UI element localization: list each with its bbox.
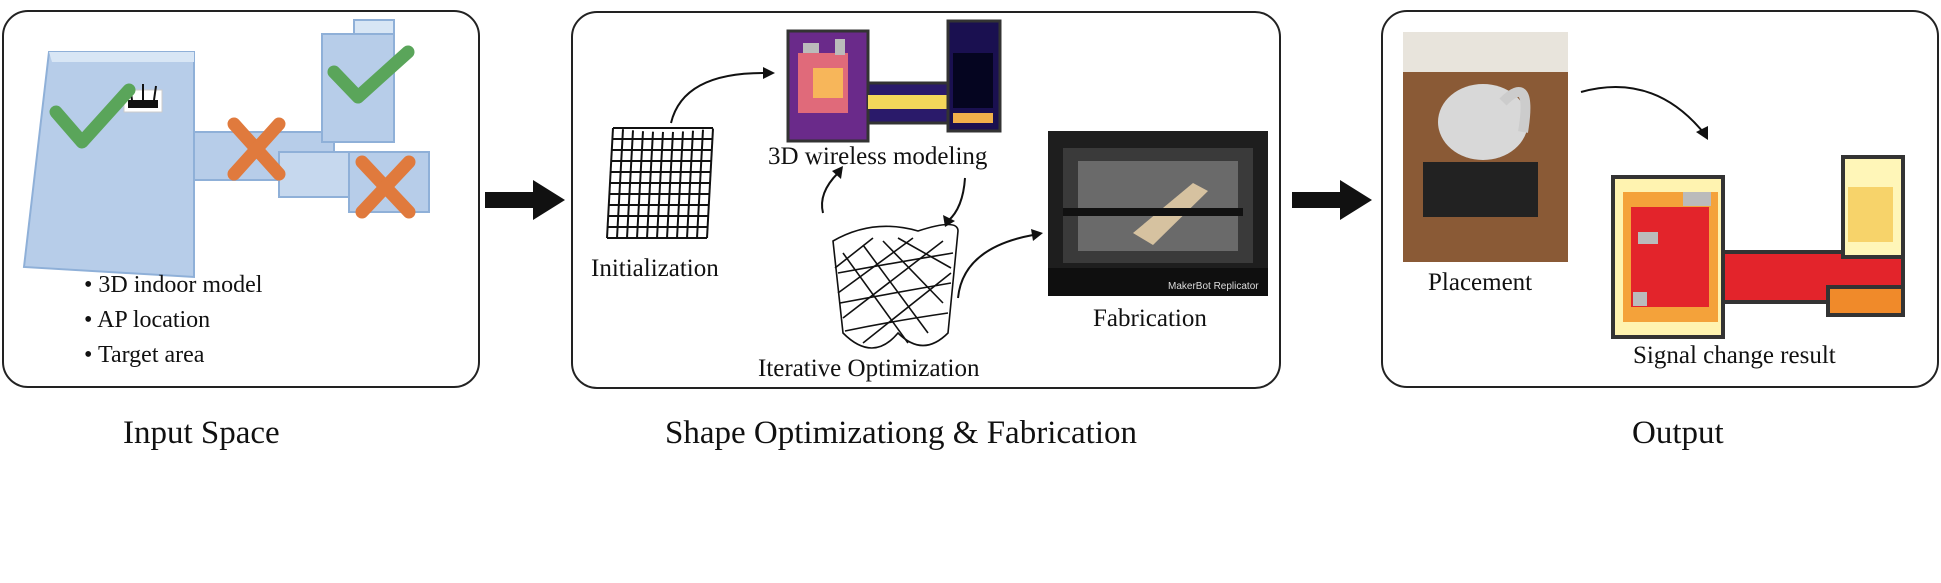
input-space-panel: • 3D indoor model • AP location • Target… <box>2 10 480 388</box>
bullet-text: Target area <box>97 342 205 368</box>
router-icon <box>123 84 163 113</box>
cross-icon <box>227 117 286 181</box>
flow-arrow-icon <box>1292 180 1372 220</box>
shape-optimization-panel: Initialization 3D wireless modeling Iter… <box>571 11 1281 389</box>
shape-optimization-caption: Shape Optimizationg & Fabrication <box>665 415 1137 451</box>
output-caption: Output <box>1632 415 1724 451</box>
output-diagram <box>1403 32 1905 339</box>
cross-icon <box>355 155 416 219</box>
wireless-heatmap <box>786 19 1002 143</box>
optimized-mesh <box>832 223 959 349</box>
bullet-item: • Target area <box>84 342 205 368</box>
floor-plan-3d <box>22 19 430 279</box>
fabrication-label: Fabrication <box>1093 305 1207 332</box>
shape-optimization-diagram <box>606 19 1268 349</box>
grid-mesh <box>606 127 714 239</box>
bullet-item: • AP location <box>84 307 211 333</box>
input-space-caption: Input Space <box>123 415 280 451</box>
initialization-label: Initialization <box>591 255 719 282</box>
printer-brand-text: MakerBot Replicator <box>1168 281 1259 292</box>
signal-heatmap <box>1611 155 1905 339</box>
iterative-optimization-label: Iterative Optimization <box>758 355 980 382</box>
check-icon <box>327 45 415 104</box>
placement-photo <box>1403 32 1568 262</box>
bullet-item: • 3D indoor model <box>84 272 263 298</box>
wireless-modeling-label: 3D wireless modeling <box>768 143 988 170</box>
signal-change-label: Signal change result <box>1633 342 1836 369</box>
placement-label: Placement <box>1428 269 1533 296</box>
output-panel: Placement Signal change result <box>1381 10 1939 388</box>
bullet-text: AP location <box>97 307 211 333</box>
check-icon <box>49 83 136 149</box>
printer-photo <box>1048 131 1268 296</box>
flow-arrow-icon <box>485 180 565 220</box>
bullet-text: 3D indoor model <box>98 272 263 298</box>
